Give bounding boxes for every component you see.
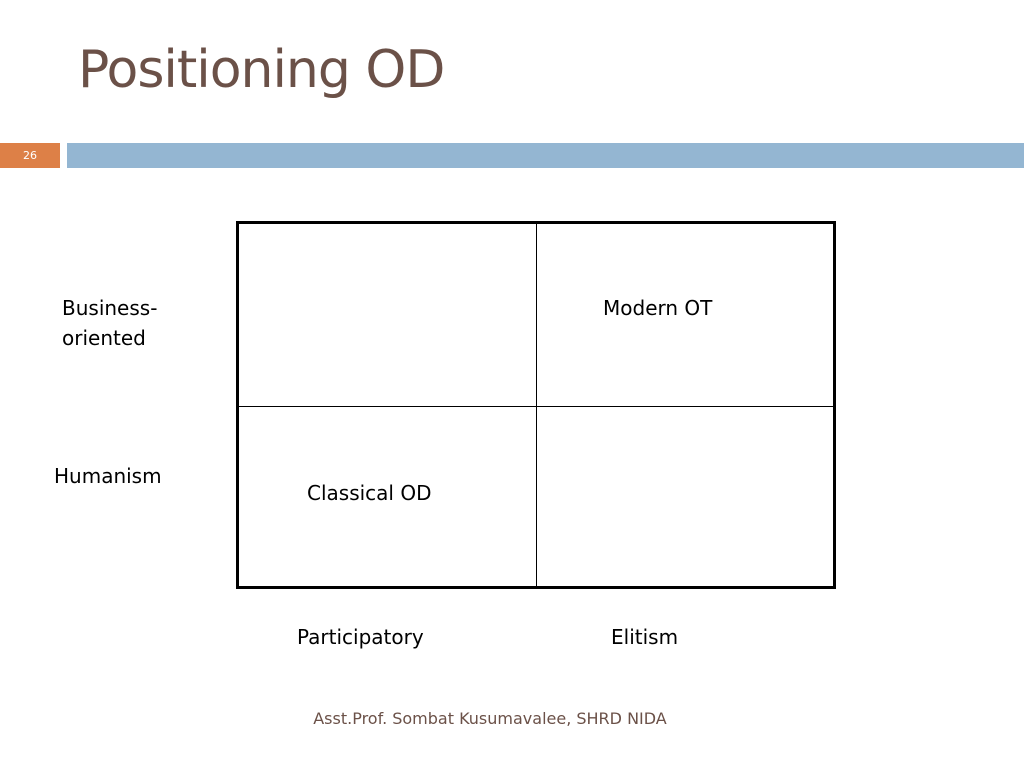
slide-number: 26 [0,143,60,168]
slide-title: Positioning OD [78,40,445,100]
header-bar [67,143,1024,168]
matrix-cell-top-right-label: Modern OT [603,296,713,320]
matrix-cell-bottom-right [537,407,833,586]
x-axis-right-label: Elitism [611,625,679,649]
matrix-cell-top-left [239,224,537,407]
y-axis-top-label: Business-oriented [62,296,158,350]
positioning-matrix: Modern OT Classical OD [236,221,836,589]
y-axis-bottom-label: Humanism [54,464,162,488]
matrix-cell-bottom-left-label: Classical OD [307,481,432,505]
footer-credit: Asst.Prof. Sombat Kusumavalee, SHRD NIDA [313,709,667,728]
x-axis-left-label: Participatory [297,625,424,649]
matrix-cell-top-right: Modern OT [537,224,833,407]
matrix-cell-bottom-left: Classical OD [239,407,537,586]
